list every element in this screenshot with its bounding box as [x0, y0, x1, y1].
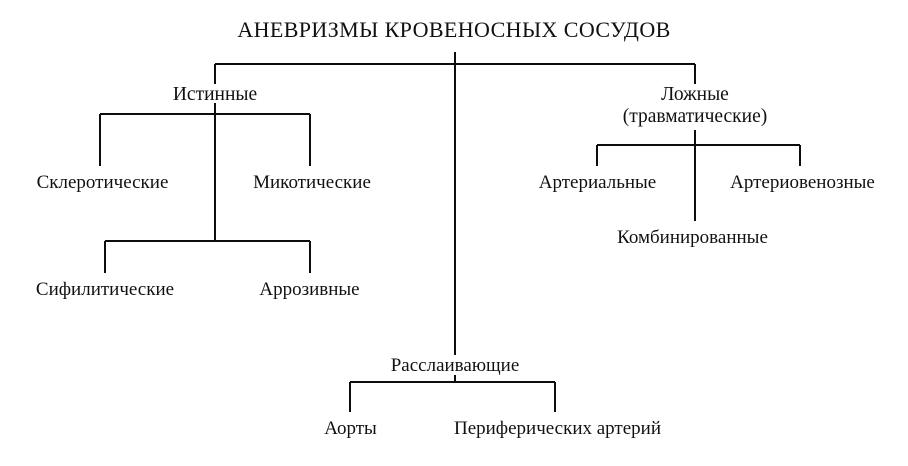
- node-false-aneurysms-line1: Ложные: [661, 84, 729, 105]
- node-syphilitic: Сифилитические: [35, 279, 175, 300]
- node-true-aneurysms: Истинные: [172, 84, 258, 105]
- node-arterial: Артериальные: [538, 172, 657, 193]
- node-aorta: Аорты: [324, 418, 377, 439]
- node-false-aneurysms-line2: (травматические): [622, 105, 768, 127]
- node-arteriovenous: Артериовенозные: [730, 172, 875, 193]
- node-false-aneurysms: Ложные (травматические): [590, 84, 800, 128]
- node-combined: Комбинированные: [617, 227, 768, 248]
- node-sclerotic: Склеротические: [36, 172, 169, 193]
- node-arrosive: Аррозивные: [259, 279, 360, 300]
- node-mycotic: Микотические: [253, 172, 371, 193]
- node-peripheral-arteries: Периферических артерий: [453, 418, 662, 439]
- node-dissecting: Расслаивающие: [390, 355, 520, 376]
- node-root-title: АНЕВРИЗМЫ КРОВЕНОСНЫХ СОСУДОВ: [237, 17, 671, 42]
